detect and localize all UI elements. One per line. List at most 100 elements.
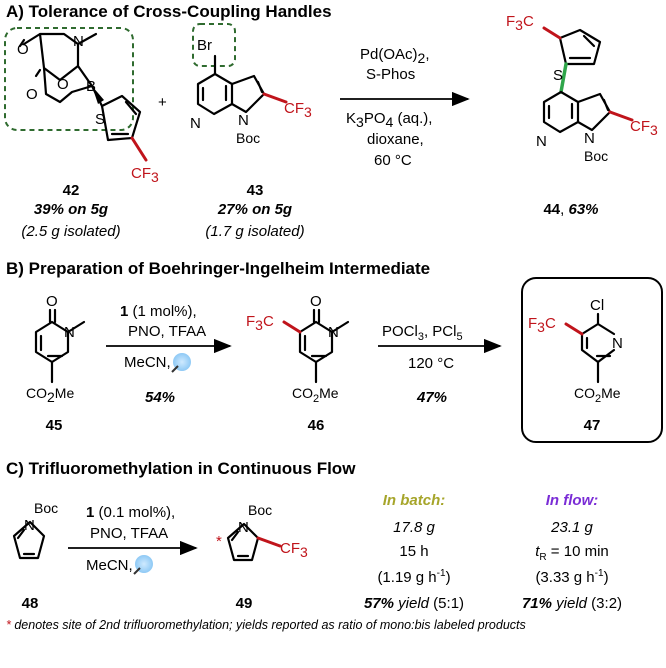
svg-text:F3C: F3C [506, 13, 534, 33]
condition-po: PO [364, 110, 386, 127]
compound-45-structure [34, 308, 86, 384]
batch-rate-close: ) [446, 569, 451, 586]
ester-co: CO [574, 385, 595, 401]
svg-text:POCl3, PCl5: POCl3, PCl5 [382, 323, 463, 343]
footnote-star: * [6, 618, 12, 632]
flow-mass: 23.1 g [550, 519, 593, 536]
atom-n: N [612, 335, 623, 352]
ester-sub: 2 [313, 393, 319, 405]
atom-n: N [238, 112, 249, 129]
atom-n: N [190, 115, 201, 132]
batch-rate-sup: -1 [437, 568, 446, 579]
condition-sub: 4 [386, 114, 394, 130]
flow-rate-close: ) [604, 569, 609, 586]
flow-yield: 71% [522, 595, 552, 612]
atom-n: N [328, 324, 339, 341]
boc-label: Boc [248, 502, 272, 518]
flow-yield-word: yield [552, 595, 588, 612]
flow-time: = 10 min [547, 543, 609, 560]
flow-header: In flow: [546, 492, 599, 509]
svg-text:39% on 5g: 39% on 5g [34, 201, 108, 218]
svg-text:tR = 10 min: tR = 10 min [535, 543, 609, 563]
reagents-pno-tfaa: PNO, TFAA [128, 323, 206, 340]
compound-47-box [521, 277, 663, 443]
reagent-sub: 5 [456, 331, 462, 343]
atom-o: O [57, 76, 69, 93]
f3c-sub: 3 [537, 319, 545, 335]
ester-co: CO [26, 385, 47, 401]
compound-44-label: 44 [543, 201, 560, 218]
ester-me: Me [55, 385, 75, 401]
compound-43-structure [192, 23, 288, 116]
atom-n: N [24, 517, 35, 534]
cf3-label: CF [630, 118, 650, 135]
atom-br: Br [197, 37, 212, 54]
batch-ratio: (5:1) [429, 595, 464, 612]
compound-48-structure [12, 520, 46, 560]
flow-ratio: (3:2) [587, 595, 622, 612]
svg-text:27% on 5g: 27% on 5g [217, 201, 292, 218]
batch-yield-word: yield [394, 595, 430, 612]
solvent-mecn: MeCN, [124, 354, 171, 371]
solvent-mecn: MeCN, [86, 557, 133, 574]
flow-rate-sup: -1 [595, 568, 604, 579]
second-site-star: * [216, 533, 222, 550]
step1-yield: 54% [145, 389, 175, 406]
svg-text:CO2Me: CO2Me [26, 385, 74, 405]
cf3-sub: 3 [304, 104, 312, 120]
condition-aq: (aq.), [393, 110, 432, 127]
ester-me: Me [319, 385, 339, 401]
atom-n: N [584, 130, 595, 147]
flow-time-t: t [535, 543, 540, 560]
compound-49-label: 49 [236, 595, 253, 612]
condition-sphos: S-Phos [366, 66, 415, 83]
atom-o: O [26, 86, 38, 103]
atom-cl: Cl [590, 297, 604, 314]
compound-48-label: 48 [22, 595, 39, 612]
batch-header: In batch: [383, 492, 446, 509]
svg-text:Pd(OAc)2,: Pd(OAc)2, [360, 46, 429, 66]
f3c-c: C [263, 313, 274, 330]
condition-k: K [346, 110, 356, 127]
compound-46-label: 46 [308, 417, 325, 434]
svg-text:57% yield (5:1): 57% yield (5:1) [364, 595, 464, 612]
atom-n: N [73, 33, 84, 50]
ester-sub: 2 [595, 393, 601, 405]
svg-text:CF3: CF3 [131, 165, 159, 185]
catalyst-number: 1 [86, 504, 94, 521]
atom-o: O [46, 293, 58, 310]
f3c-label: F [246, 313, 255, 330]
batch-yield: 57% [364, 595, 394, 612]
svg-text:71% yield (3:2): 71% yield (3:2) [522, 595, 622, 612]
compound-47-label: 47 [584, 417, 601, 434]
catalyst-loading: (0.1 mol%), [94, 504, 175, 521]
reagent-pocl: POCl [382, 323, 418, 340]
compound-42-isolated: (2.5 g isolated) [21, 223, 120, 240]
svg-text:CF3: CF3 [280, 540, 308, 560]
atom-o: O [310, 293, 322, 310]
section-b-title: B) Preparation of Boehringer-Ingelheim I… [6, 259, 430, 278]
step2-temp: 120 °C [408, 355, 454, 372]
condition-dioxane: dioxane, [367, 131, 424, 148]
cf3-label: CF [131, 165, 151, 182]
boc-label: Boc [34, 500, 58, 516]
reagent-sub: 3 [418, 331, 424, 343]
condition-comma: , [425, 46, 429, 63]
condition-pdoac: Pd(OAc) [360, 46, 418, 63]
svg-text:F3C: F3C [528, 315, 556, 335]
compound-42-label: 42 [63, 182, 80, 199]
cf3-label: CF [284, 100, 304, 117]
batch-mass: 17.8 g [393, 519, 435, 536]
svg-text:(3.33 g h-1): (3.33 g h-1) [535, 568, 608, 586]
ester-me: Me [601, 385, 621, 401]
atom-o: O [17, 41, 29, 58]
boc-label: Boc [584, 148, 608, 164]
compound-42-yield: 39% [34, 201, 64, 218]
light-bulb-icon [133, 555, 153, 575]
compound-44-sep: , [560, 201, 568, 218]
reagent-pcl: , PCl [424, 323, 457, 340]
atom-b: B [86, 78, 96, 95]
footnote-text: denotes site of 2nd trifluoromethylation… [11, 618, 526, 632]
f3c-c: C [545, 315, 556, 332]
